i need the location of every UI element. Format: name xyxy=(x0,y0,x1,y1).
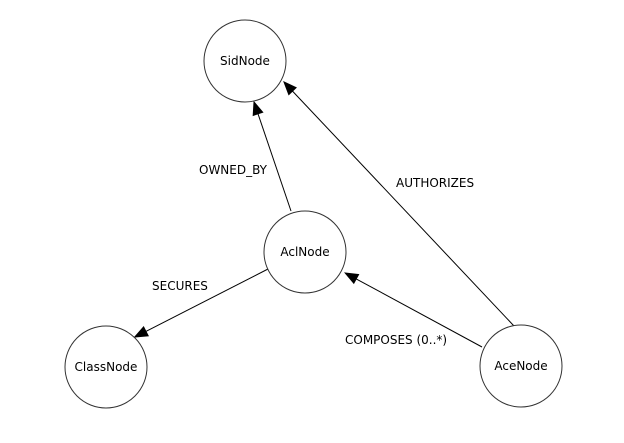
node-class-label: ClassNode xyxy=(75,360,138,374)
node-ace[interactable]: AceNode xyxy=(479,324,563,408)
edge-secures-line xyxy=(145,268,269,332)
edge-composes-label: COMPOSES (0..*) xyxy=(345,333,447,347)
edge-authorizes-arrowhead xyxy=(283,81,297,96)
node-acl-label: AclNode xyxy=(280,245,329,259)
edge-owned-by xyxy=(252,100,292,212)
edge-authorizes-label: AUTHORIZES xyxy=(396,176,474,190)
node-sid-label: SidNode xyxy=(220,54,270,68)
edge-owned-by-arrowhead xyxy=(252,100,264,117)
edge-secures-arrowhead xyxy=(133,326,149,338)
node-sid[interactable]: SidNode xyxy=(203,19,287,103)
edge-authorizes xyxy=(283,81,515,327)
edge-owned-by-line xyxy=(257,113,292,212)
node-class[interactable]: ClassNode xyxy=(64,325,148,409)
node-acl[interactable]: AclNode xyxy=(263,210,347,294)
edge-secures-label: SECURES xyxy=(152,279,208,293)
node-class-circle xyxy=(64,325,148,409)
node-acl-circle xyxy=(263,210,347,294)
edge-owned-by-label: OWNED_BY xyxy=(199,163,268,177)
node-ace-circle xyxy=(479,324,563,408)
edge-composes-line xyxy=(355,278,483,348)
node-ace-label: AceNode xyxy=(494,359,547,373)
edge-composes xyxy=(344,272,483,348)
edge-authorizes-line xyxy=(292,90,515,327)
edge-secures xyxy=(133,268,269,338)
edge-composes-arrowhead xyxy=(344,272,360,285)
node-sid-circle xyxy=(203,19,287,103)
